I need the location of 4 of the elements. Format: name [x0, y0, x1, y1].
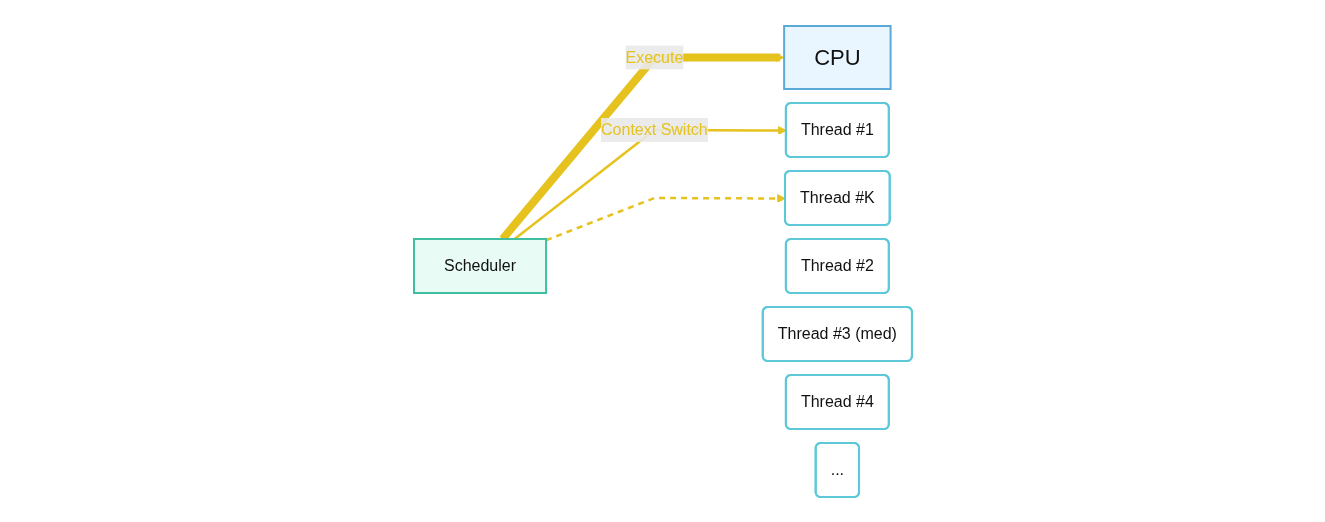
- edge-label: Execute: [625, 48, 683, 65]
- node-box: Scheduler: [412, 237, 547, 294]
- edge-label: Context Switch: [600, 120, 708, 138]
- node-box: CPU: [782, 24, 892, 90]
